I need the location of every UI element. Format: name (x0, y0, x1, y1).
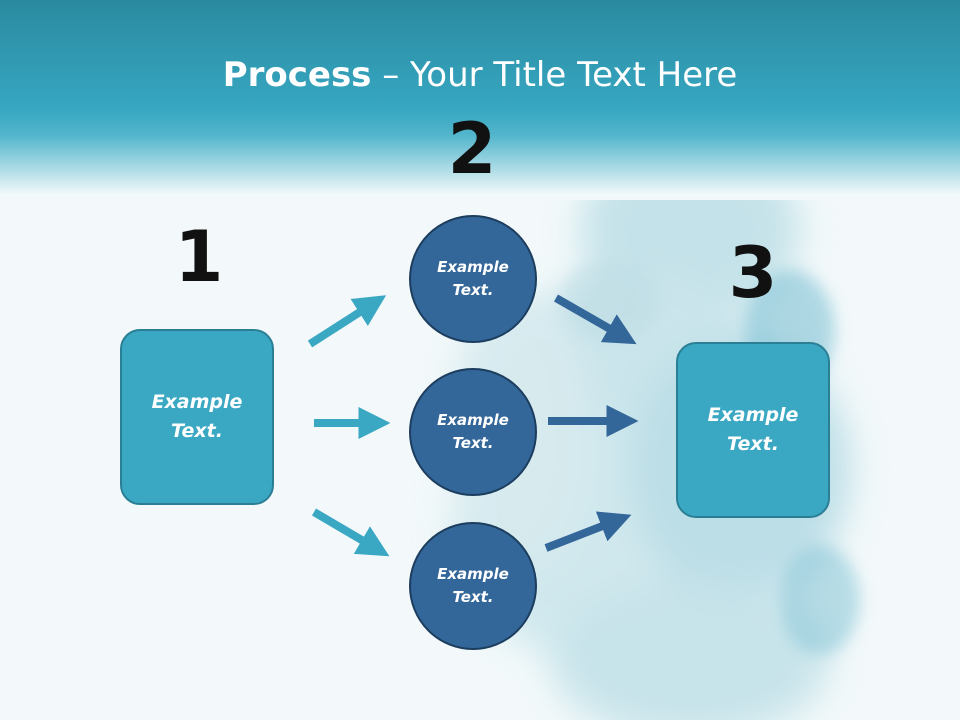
step-3-text: Example Text. (707, 404, 799, 455)
title-bold: Process (222, 55, 372, 95)
step-2-circle-bottom[interactable]: Example Text. (409, 522, 537, 650)
header-band (0, 0, 960, 200)
step-number-3: 3 (728, 232, 778, 314)
step-2-text-top: Example Text. (437, 258, 509, 299)
step-2-text-bottom: Example Text. (437, 565, 509, 606)
step-1-box[interactable]: Example Text. (120, 329, 274, 505)
slide-title: Process – Your Title Text Here (0, 52, 960, 98)
arrow-1-to-2-top (307, 295, 387, 348)
step-1-text: Example Text. (151, 391, 243, 442)
arrow-2-top-to-3 (554, 294, 637, 345)
step-3-box[interactable]: Example Text. (676, 342, 830, 518)
arrow-2-bottom-to-3 (544, 511, 632, 552)
title-rest: – Your Title Text Here (371, 55, 738, 95)
step-2-circle-top[interactable]: Example Text. (409, 215, 537, 343)
step-2-circle-middle[interactable]: Example Text. (409, 368, 537, 496)
step-number-2: 2 (447, 108, 497, 190)
step-2-text-middle: Example Text. (437, 411, 509, 452)
step-number-1: 1 (174, 216, 224, 298)
arrow-1-to-2-bottom (311, 508, 390, 557)
